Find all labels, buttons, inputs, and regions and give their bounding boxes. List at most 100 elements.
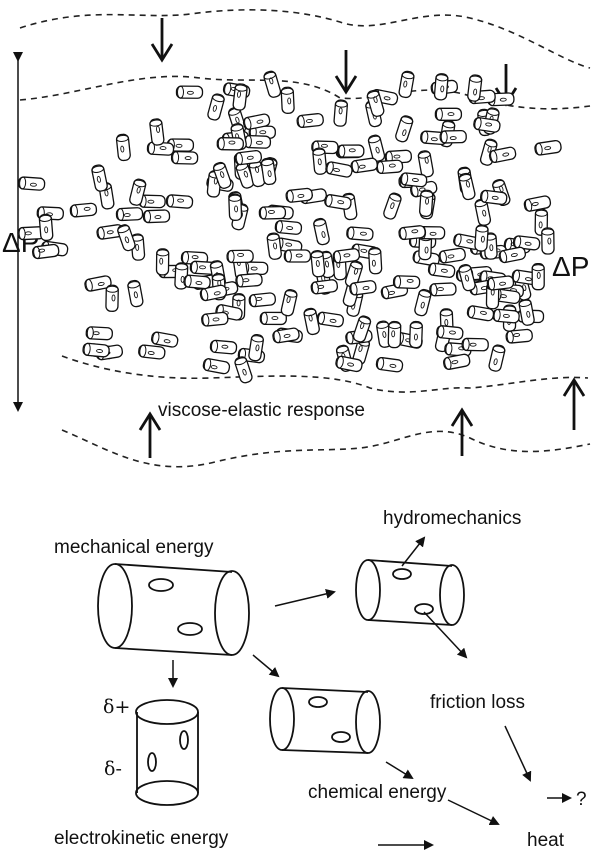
compression-arrows-bottom bbox=[138, 377, 586, 458]
arrow-to-hydromechanics bbox=[401, 536, 426, 567]
grain-particle bbox=[346, 226, 374, 241]
grain-particle bbox=[473, 117, 501, 133]
grain-particle bbox=[263, 70, 282, 98]
grain-particle bbox=[165, 194, 194, 209]
mechanical-energy-label: mechanical energy bbox=[54, 537, 214, 558]
grain-particle bbox=[438, 247, 466, 264]
grain-particle bbox=[149, 118, 165, 146]
unknown-label: ? bbox=[576, 789, 587, 810]
grain-particle bbox=[127, 279, 144, 308]
grain-particle bbox=[312, 147, 328, 175]
grain-particle bbox=[466, 305, 495, 322]
grain-particle bbox=[38, 213, 54, 242]
grain-particle bbox=[498, 246, 526, 264]
grain-particle bbox=[383, 192, 402, 220]
grain-particle bbox=[332, 248, 361, 264]
grain-particle bbox=[138, 344, 166, 360]
grain-particle bbox=[427, 262, 456, 278]
grain-particle bbox=[366, 89, 385, 118]
grain-particle bbox=[259, 311, 287, 326]
grain-particle bbox=[461, 337, 489, 352]
grain-particle bbox=[115, 133, 131, 162]
grain-particle bbox=[117, 224, 136, 252]
grain-particle bbox=[280, 289, 298, 317]
grain-particle bbox=[242, 113, 271, 130]
grain-particle bbox=[228, 193, 243, 221]
grain-particle bbox=[337, 144, 365, 158]
charge-spot bbox=[179, 730, 189, 750]
grain-particle bbox=[429, 282, 457, 297]
grain-particle bbox=[492, 308, 520, 324]
grain-particle bbox=[248, 159, 266, 188]
grain-particle bbox=[248, 333, 264, 362]
grain-particle bbox=[209, 339, 238, 355]
bottom-panel: mechanical energy hydromechanics frictio… bbox=[54, 508, 587, 851]
grain-particle bbox=[175, 85, 204, 99]
heat-label: heat bbox=[527, 830, 565, 851]
grain-particle bbox=[266, 232, 282, 260]
arrow-friction-to-heat bbox=[504, 725, 532, 782]
delta-minus-label: δ- bbox=[104, 758, 122, 780]
grain-particle bbox=[313, 217, 330, 246]
response-label: viscose-elastic response bbox=[158, 400, 365, 421]
inner-bottom-boundary bbox=[61, 355, 589, 393]
arrow-chemical-to-heat bbox=[447, 799, 500, 826]
grain-particle bbox=[439, 129, 467, 144]
grain-particle bbox=[399, 172, 428, 188]
down-arrow bbox=[150, 18, 174, 63]
grain-particle bbox=[260, 157, 277, 186]
grain-particle bbox=[189, 260, 218, 275]
charge-spot bbox=[331, 731, 351, 743]
top-panel: ΔP ΔP viscose-elastic response bbox=[2, 9, 591, 468]
grain-particle bbox=[512, 235, 541, 251]
grain-particle bbox=[17, 176, 46, 191]
grain-particle bbox=[105, 284, 119, 312]
grain-particle bbox=[85, 326, 113, 341]
grain-particle bbox=[324, 194, 352, 210]
grain-particle bbox=[207, 93, 225, 121]
hydromechanics-cylinder bbox=[355, 559, 465, 626]
grain-particle bbox=[387, 320, 402, 349]
grain-particle bbox=[272, 327, 300, 344]
grain-particle bbox=[199, 284, 228, 302]
up-arrow bbox=[562, 377, 586, 430]
particle-field bbox=[17, 70, 562, 384]
grain-particle bbox=[201, 311, 229, 327]
grain-particle bbox=[474, 224, 489, 252]
up-arrow bbox=[450, 407, 474, 456]
grain-particle bbox=[280, 86, 295, 114]
grain-particle bbox=[303, 307, 320, 336]
grain-particle bbox=[296, 112, 324, 129]
grain-particle bbox=[248, 292, 277, 308]
grain-particle bbox=[142, 209, 171, 224]
grain-particle bbox=[183, 274, 211, 290]
arrow-to-chemical-cylinder bbox=[252, 654, 280, 678]
grain-particle bbox=[82, 342, 110, 358]
grain-particle bbox=[115, 207, 144, 222]
grain-particle bbox=[232, 83, 248, 111]
grain-particle bbox=[283, 249, 312, 263]
mechanical-cylinder bbox=[97, 563, 250, 656]
grain-particle bbox=[349, 280, 377, 296]
grain-particle bbox=[235, 273, 263, 288]
grain-particle bbox=[316, 311, 345, 328]
grain-particle bbox=[523, 195, 552, 212]
grain-particle bbox=[202, 358, 231, 375]
charge-spot bbox=[177, 622, 203, 636]
energy-flow-arrows bbox=[168, 536, 572, 850]
grain-particle bbox=[458, 263, 476, 292]
charge-spot bbox=[414, 603, 434, 615]
friction-loss-label: friction loss bbox=[430, 692, 525, 713]
down-arrow bbox=[334, 50, 358, 95]
grain-particle bbox=[216, 137, 244, 151]
grain-particle bbox=[486, 275, 515, 291]
electrokinetic-cylinder bbox=[135, 699, 199, 806]
grain-particle bbox=[392, 275, 421, 290]
grain-particle bbox=[335, 355, 363, 373]
arrow-to-chemical-energy bbox=[385, 761, 414, 780]
charge-spot bbox=[148, 578, 174, 592]
grain-particle bbox=[398, 70, 415, 99]
grain-particle bbox=[434, 107, 463, 121]
